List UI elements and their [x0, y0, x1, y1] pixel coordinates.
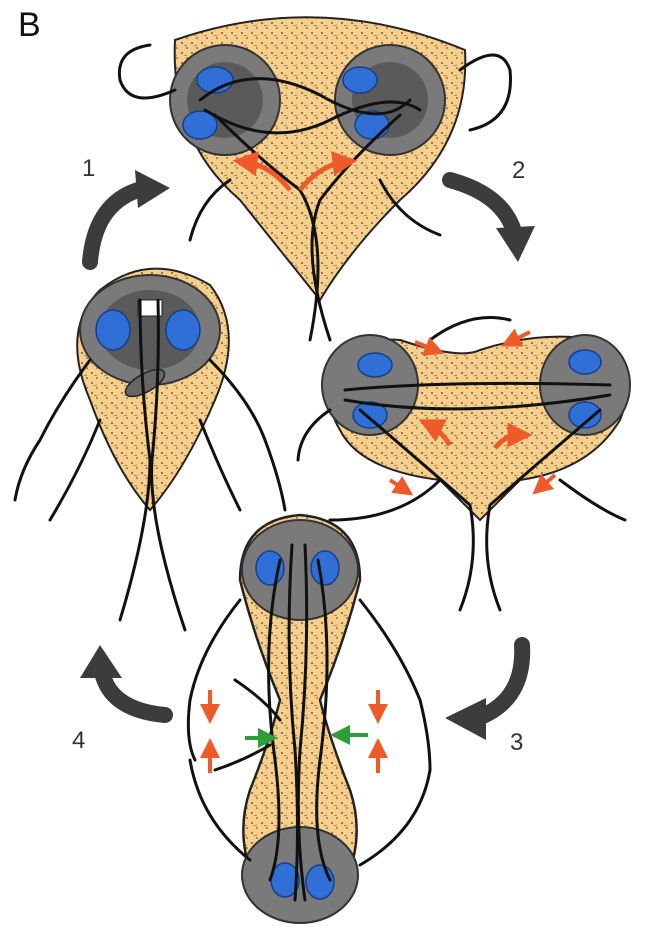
step-label-3: 3 [510, 729, 523, 756]
nucleus [96, 310, 130, 350]
bottom-cell [188, 515, 430, 923]
motion-arrow [540, 475, 555, 488]
nucleus [166, 310, 200, 350]
cycle-arrow-4 [80, 645, 165, 715]
nucleus [569, 350, 601, 374]
step-label-1: 1 [82, 155, 95, 182]
cycle-arrow-2 [450, 180, 535, 262]
motion-arrow [390, 480, 405, 490]
cycle-arrow-3 [445, 645, 522, 740]
nucleus [311, 551, 339, 585]
nucleus [306, 865, 334, 899]
nucleus [358, 353, 392, 377]
panel-letter: B [18, 6, 41, 44]
step-label-2: 2 [512, 157, 525, 184]
step-label-4: 4 [72, 727, 85, 754]
cycle-arrow-1 [90, 170, 170, 262]
nucleus [343, 67, 377, 93]
